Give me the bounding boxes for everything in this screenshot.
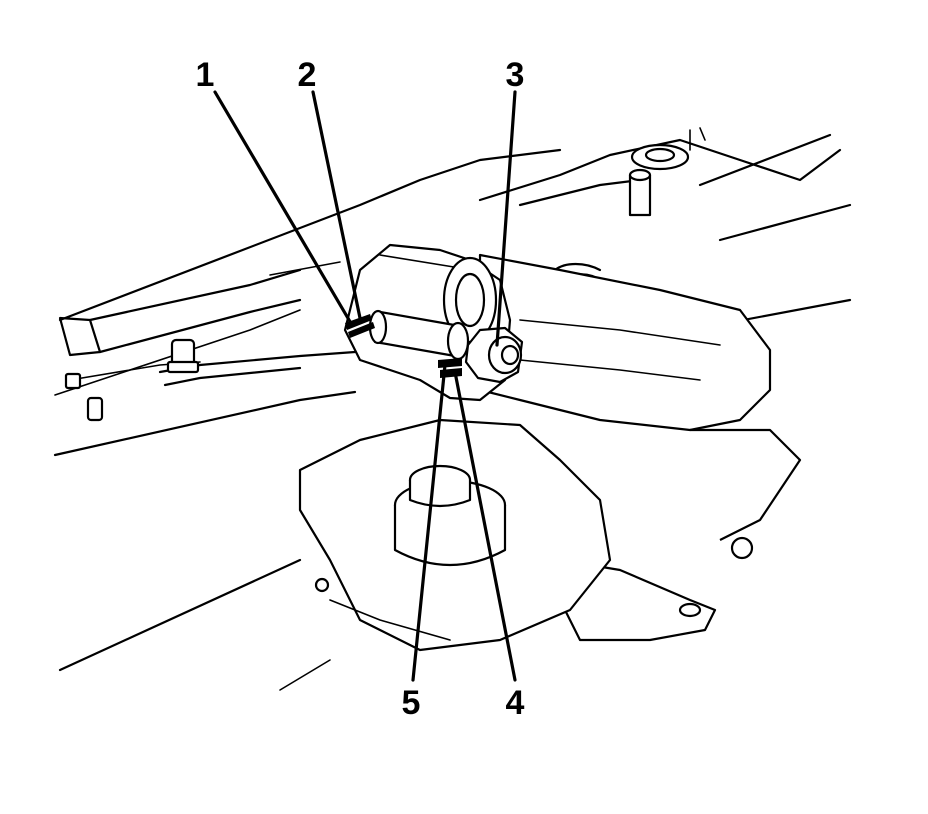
callout-1: 1 <box>195 56 215 94</box>
leader-3 <box>495 90 517 347</box>
leader-5 <box>411 363 447 682</box>
knuckle-mount <box>298 418 612 652</box>
upper-body-structure <box>478 127 842 281</box>
callout-5: 5 <box>401 684 421 722</box>
pivot-bolt <box>368 309 470 361</box>
callout-2: 2 <box>297 56 317 94</box>
left-link-rod <box>58 268 357 422</box>
frame-rails <box>53 133 852 691</box>
leader-4 <box>453 370 517 682</box>
mark-2 <box>348 322 375 338</box>
lower-control-arm <box>478 253 802 642</box>
leader-lines <box>213 90 517 682</box>
leader-1 <box>213 90 354 327</box>
callout-4: 4 <box>505 684 525 722</box>
nut-assembly <box>464 326 524 384</box>
callout-3: 3 <box>505 56 525 94</box>
leader-2 <box>311 90 362 320</box>
